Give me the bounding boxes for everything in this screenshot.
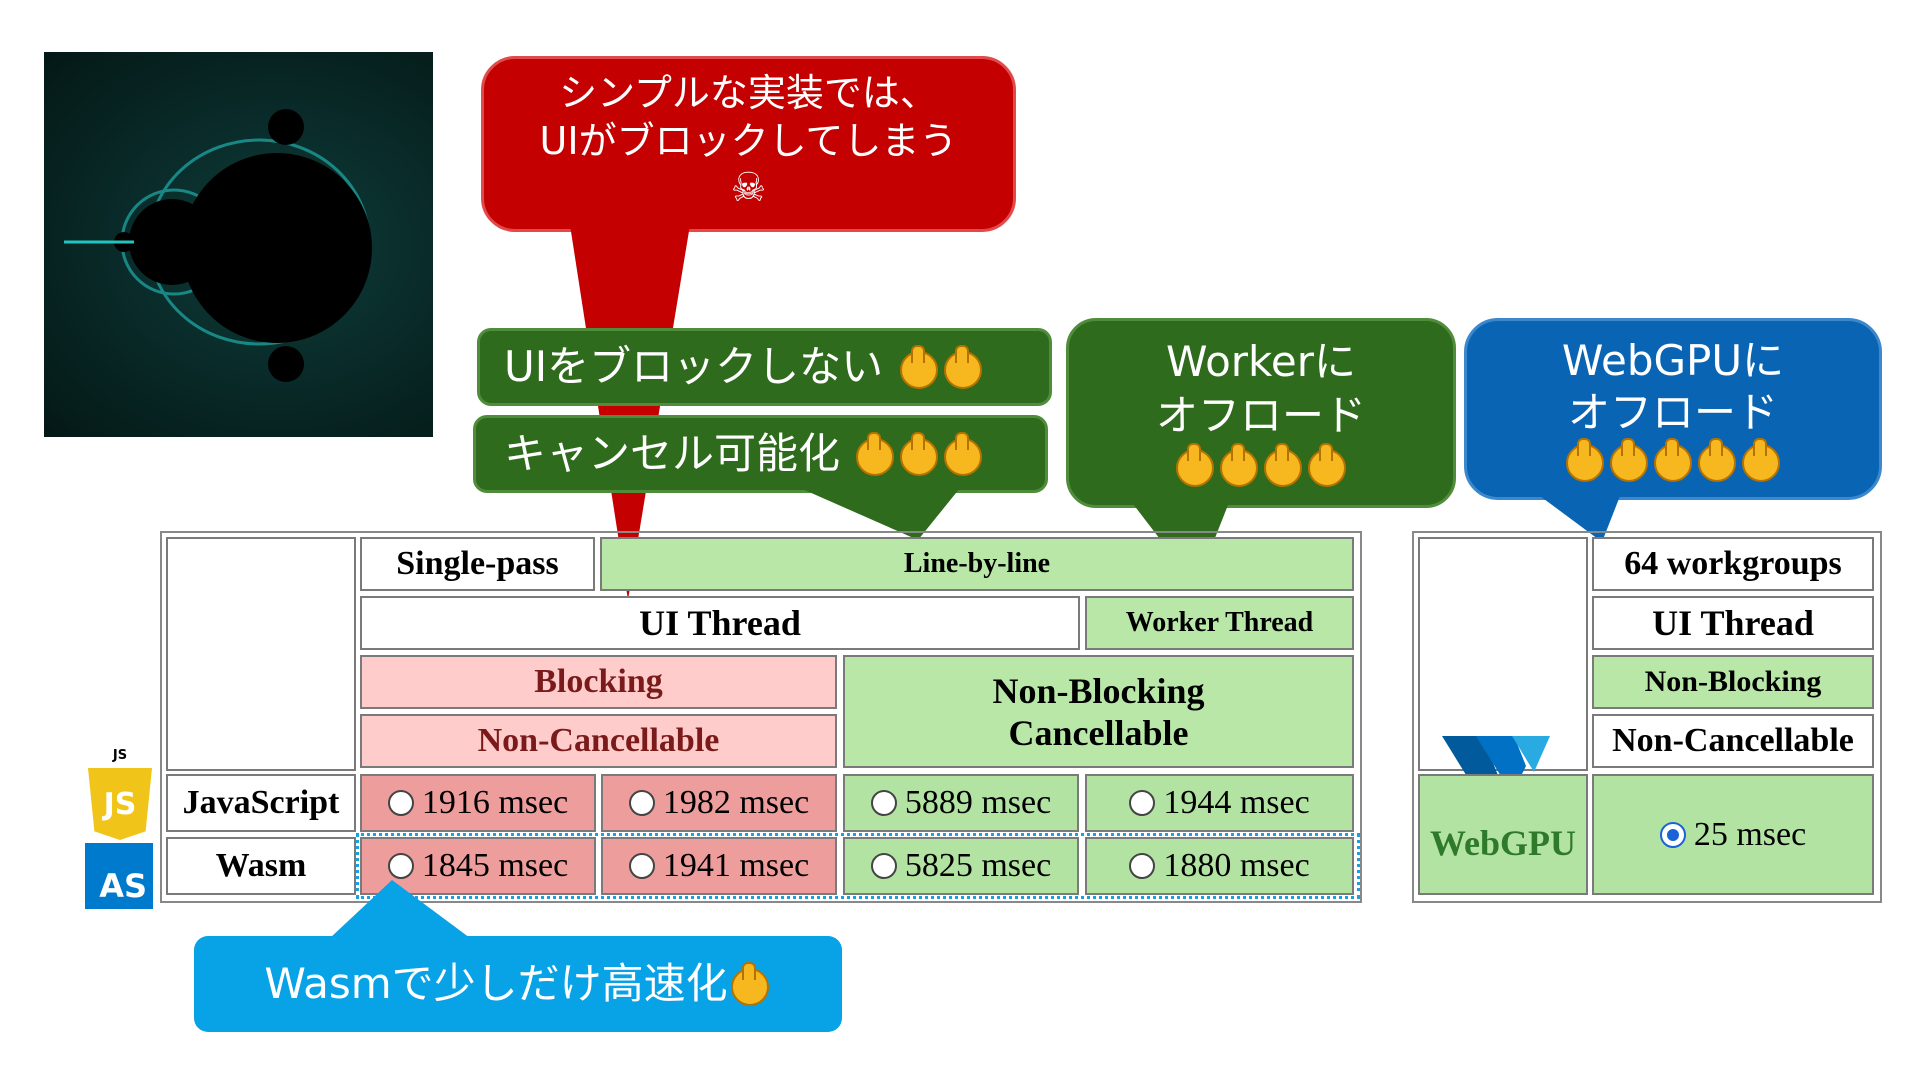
webgpu-option[interactable]: 25 msec [1592,774,1874,895]
ui-not-block-callout: UIをブロックしない [477,328,1052,406]
webgpu-non-cancellable-header: Non-Cancellable [1592,714,1874,768]
single-pass-header: Single-pass [360,537,595,591]
cancellable-callout: キャンセル可能化 [473,415,1048,493]
thumbs-up-icon [1654,437,1692,482]
wasm-worker-non-blocking-option[interactable]: 1880 msec [1085,837,1354,895]
blocking-header: Blocking [360,655,837,709]
time-value: 1880 msec [1163,847,1310,884]
radio-button[interactable] [387,790,414,816]
thumbs-up-icon [943,344,982,389]
assemblyscript-logo: AS [85,843,153,909]
radio-button[interactable] [1129,853,1156,879]
worker-thread-header: Worker Thread [1085,596,1354,650]
webgpu-line1: WebGPUに [1561,336,1785,385]
thumbs-up-icon [1264,442,1302,487]
time-value: 1941 msec [662,847,810,884]
radio-button[interactable] [387,853,414,879]
skull-icon: ☠ [730,165,767,211]
callout-line2: UIがブロックしてしまう [539,119,958,163]
wasm-callout-pointer [330,880,470,938]
cancellable-text: キャンセル可能化 [504,429,841,478]
wasm-single-pass-blocking-option[interactable]: 1845 msec [360,837,596,895]
ui-thread-header: UI Thread [360,596,1080,650]
js-ui-non-blocking-option[interactable]: 5889 msec [843,774,1079,832]
thumbs-up-icon [1566,437,1604,482]
radio-button[interactable] [1129,790,1156,816]
thumbs-up-icon [1610,437,1648,482]
as-logo-text: AS [99,867,147,905]
ui-not-block-text: UIをブロックしない [504,342,884,391]
time-value: 5825 msec [904,847,1052,884]
green-callout-pointer [800,488,960,540]
webgpu-line2: オフロード [1567,388,1778,437]
red-callout-pointer [570,225,690,600]
javascript-logo: JS [88,768,152,840]
radio-button[interactable] [870,790,897,816]
wasm-row-label: Wasm [166,837,356,895]
thumbs-up-icon [1308,442,1346,487]
thumbs-up-icon [1698,437,1736,482]
time-value: 5889 msec [904,784,1052,821]
radio-button[interactable] [628,790,655,816]
cancellable-label: Cancellable [1008,712,1189,753]
wasm-speedup-text: Wasmで少しだけ高速化 [264,959,728,1008]
radio-button-selected[interactable] [1659,821,1686,848]
radio-button[interactable] [870,853,897,879]
wasm-ui-non-blocking-option[interactable]: 5825 msec [843,837,1079,895]
worker-line2: オフロード [1155,391,1366,440]
non-blocking-cancellable-header: Non-Blocking Cancellable [843,655,1354,768]
webgpu-non-blocking-header: Non-Blocking [1592,655,1874,709]
thumbs-up-icon [944,431,983,476]
wasm-row-highlight [356,833,1360,899]
thumbs-up-icon [856,431,895,476]
js-single-pass-blocking-option[interactable]: 1916 msec [360,774,596,832]
radio-button[interactable] [628,853,655,879]
wasm-line-by-line-blocking-option[interactable]: 1941 msec [601,837,837,895]
empty-corner-cell [166,537,356,771]
js-logo-text: JS [103,786,137,822]
js-worker-non-blocking-option[interactable]: 1944 msec [1085,774,1354,832]
time-value: 25 msec [1693,815,1807,853]
webgpu-table [1412,531,1882,903]
worker-offload-callout: Workerに オフロード [1066,318,1456,508]
wasm-speedup-callout: Wasmで少しだけ高速化 [194,936,842,1032]
thumbs-up-icon [899,344,938,389]
mandelbrot-image [44,52,433,437]
js-small-logo: JS [112,748,128,763]
thumbs-up-icon [900,431,939,476]
thumbs-up-icon [730,961,769,1006]
thumbs-up-icon [1742,437,1780,482]
worker-line1: Workerに [1166,337,1356,386]
webgpu-ui-thread-header: UI Thread [1592,596,1874,650]
non-cancellable-header: Non-Cancellable [360,714,837,768]
webgpu-row-label: WebGPU [1418,774,1588,895]
blocking-warning-callout: シンプルな実装では、 UIがブロックしてしまう ☠ [481,56,1016,232]
non-blocking-label: Non-Blocking [992,670,1205,711]
webgpu-offload-callout: WebGPUに オフロード [1464,318,1882,500]
thumbs-up-icon [1220,442,1258,487]
time-value: 1982 msec [662,784,810,821]
js-line-by-line-blocking-option[interactable]: 1982 msec [601,774,837,832]
time-value: 1944 msec [1163,784,1310,821]
callout-line1: シンプルな実装では、 [559,71,938,115]
javascript-row-label: JavaScript [166,774,356,832]
benchmark-table [160,531,1362,903]
time-value: 1845 msec [421,847,569,884]
workgroups-header: 64 workgroups [1592,537,1874,591]
blue-callout-pointer [1540,496,1620,542]
time-value: 1916 msec [421,784,569,821]
line-by-line-header: Line-by-line [600,537,1354,591]
thumbs-up-icon [1176,442,1214,487]
